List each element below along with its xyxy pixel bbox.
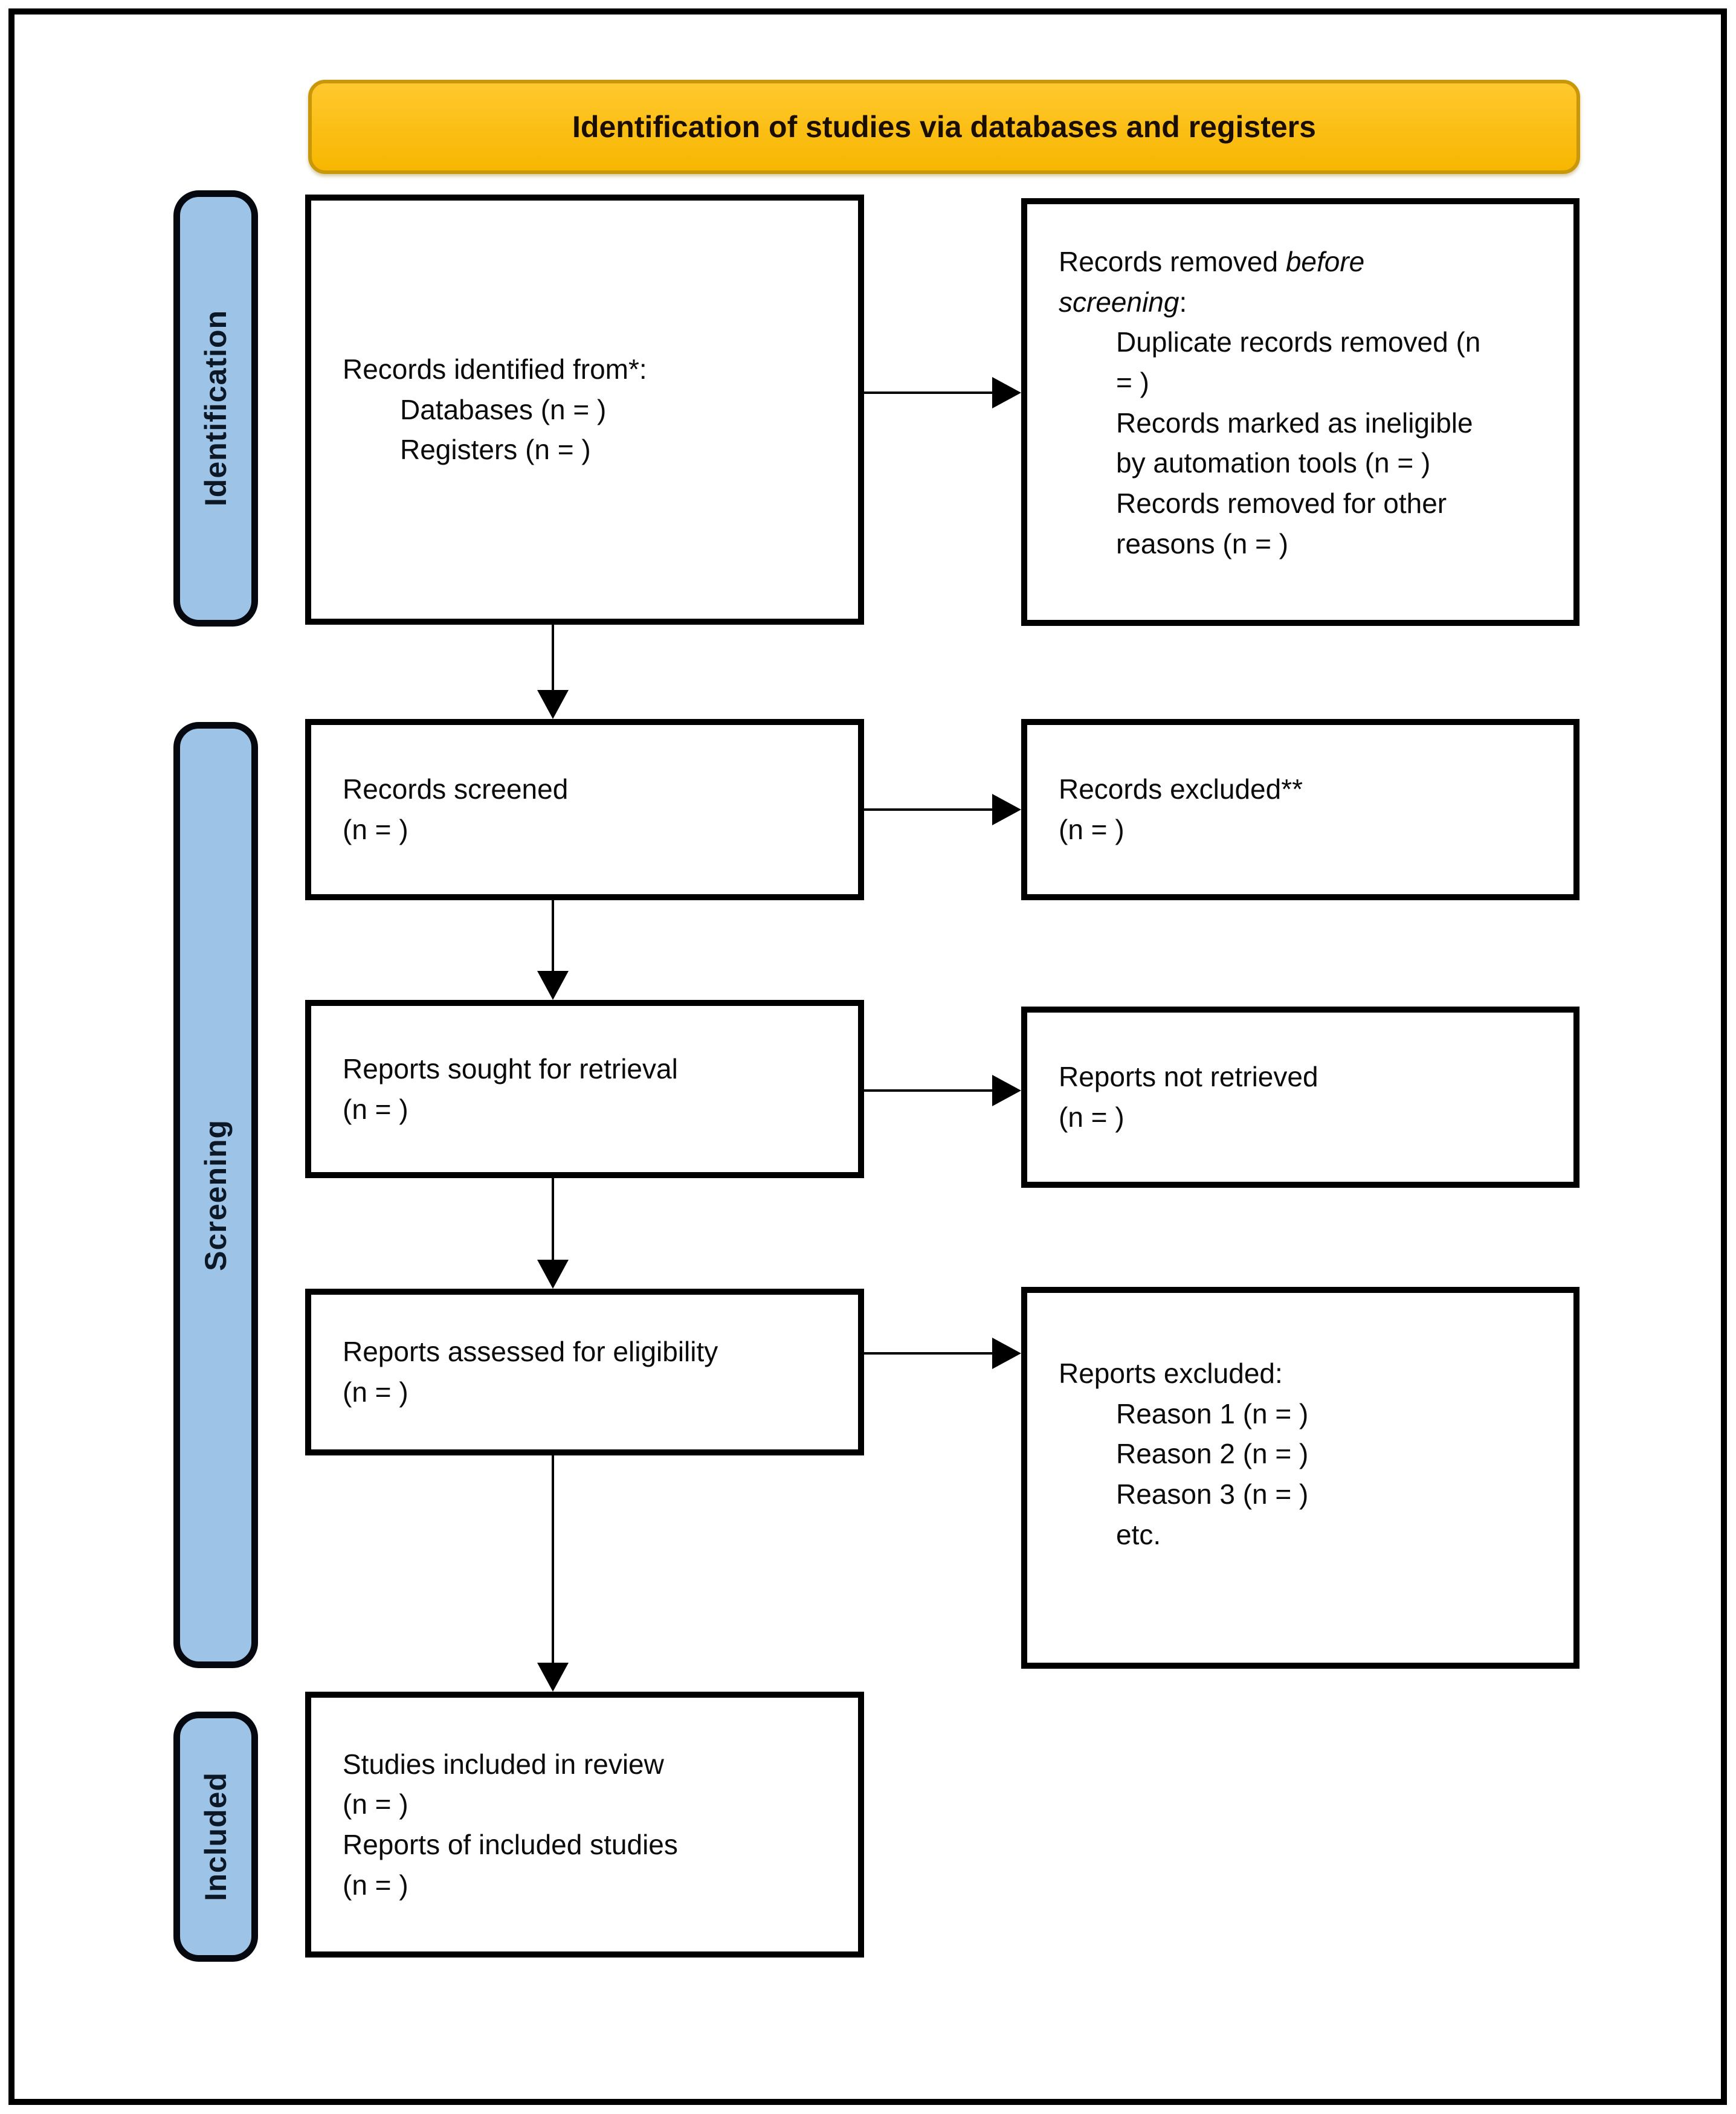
- phase-label-identification: Identification: [173, 190, 258, 627]
- box-line: (n = ): [343, 1869, 408, 1901]
- box-line-plain: Records removed: [1059, 246, 1286, 277]
- box-line: Records removed before: [1059, 242, 1555, 282]
- arrow-right-identified-to-removed: [864, 377, 1021, 408]
- phase-label-screening: Screening: [173, 722, 258, 1668]
- arrow-down-screened-to-sought: [537, 900, 569, 1000]
- arrow-down-sought-to-assessed: [537, 1178, 569, 1289]
- phase-label-included: Included: [173, 1712, 258, 1962]
- list-item: Records removed for other reasons (n = ): [1116, 488, 1447, 559]
- box-line: Records screened: [343, 773, 569, 805]
- arrow-down-identified-to-screened: [537, 625, 569, 719]
- list-item: Reason 2 (n = ): [1116, 1438, 1309, 1470]
- list-item: Reason 1 (n = ): [1116, 1397, 1309, 1429]
- box-reports-not-retrieved: Reports not retrieved (n = ): [1021, 1007, 1580, 1188]
- arrow-head-icon: [537, 971, 569, 1000]
- arrow-head-icon: [537, 1260, 569, 1289]
- box-line: Reports assessed for eligibility: [343, 1336, 718, 1368]
- arrow-head-icon: [537, 1663, 569, 1692]
- arrow-shaft: [864, 808, 996, 811]
- arrow-shaft: [552, 900, 554, 975]
- box-line: Reports sought for retrieval: [343, 1052, 678, 1084]
- box-line: Studies included in review: [343, 1748, 664, 1780]
- arrow-head-icon: [537, 690, 569, 719]
- phase-label-text: Screening: [199, 1119, 233, 1271]
- box-reports-assessed: Reports assessed for eligibility (n = ): [305, 1289, 864, 1455]
- arrow-shaft: [864, 1352, 996, 1355]
- arrow-head-icon: [992, 1075, 1021, 1106]
- arrow-shaft: [864, 392, 996, 394]
- box-reports-excluded: Reports excluded: Reason 1 (n = ) Reason…: [1021, 1287, 1580, 1669]
- arrow-shaft: [552, 1178, 554, 1263]
- list-item: Registers (n = ): [400, 434, 591, 466]
- box-line: (n = ): [343, 814, 408, 845]
- arrow-right-sought-to-notretrieved: [864, 1075, 1021, 1106]
- box-studies-included: Studies included in review (n = ) Report…: [305, 1692, 864, 1958]
- box-line: Records identified from*:: [343, 353, 647, 385]
- box-line-italic: before: [1285, 246, 1365, 277]
- banner-title: Identification of studies via databases …: [572, 110, 1316, 144]
- box-line: Reports not retrieved: [1059, 1061, 1318, 1093]
- arrow-right-assessed-to-reportsexcluded: [864, 1338, 1021, 1369]
- box-records-identified: Records identified from*: Databases (n =…: [305, 195, 864, 625]
- box-line: Records excluded**: [1059, 773, 1303, 805]
- box-line-plain: :: [1179, 286, 1187, 318]
- list-item: Databases (n = ): [400, 393, 607, 425]
- arrow-down-assessed-to-included: [537, 1455, 569, 1692]
- box-records-excluded: Records excluded** (n = ): [1021, 719, 1580, 900]
- title-banner: Identification of studies via databases …: [308, 80, 1580, 174]
- list-item: Records marked as ineligible by automati…: [1116, 407, 1473, 479]
- arrow-shaft: [552, 625, 554, 694]
- box-line: (n = ): [343, 1376, 408, 1408]
- box-line: Reports excluded:: [1059, 1358, 1283, 1389]
- box-line: (n = ): [1059, 1101, 1125, 1133]
- list-item: Reason 3 (n = ): [1116, 1478, 1309, 1510]
- list-item: Duplicate records removed (n = ): [1116, 326, 1481, 399]
- box-line: screening:: [1059, 282, 1555, 323]
- arrow-head-icon: [992, 377, 1021, 408]
- arrow-shaft: [552, 1455, 554, 1666]
- arrow-head-icon: [992, 1338, 1021, 1369]
- box-line: Reports of included studies: [343, 1829, 678, 1860]
- phase-label-text: Identification: [199, 310, 233, 507]
- diagram-frame: [8, 8, 1727, 2105]
- box-line-italic: screening: [1059, 286, 1179, 318]
- box-records-removed-before-screening: Records removed before screening: Duplic…: [1021, 198, 1580, 626]
- arrow-head-icon: [992, 794, 1021, 825]
- box-line: (n = ): [343, 1788, 408, 1820]
- box-records-screened: Records screened (n = ): [305, 719, 864, 900]
- box-line: (n = ): [343, 1093, 408, 1125]
- box-line: (n = ): [1059, 814, 1125, 845]
- arrow-right-screened-to-excluded: [864, 794, 1021, 825]
- box-reports-sought: Reports sought for retrieval (n = ): [305, 1000, 864, 1178]
- list-item: etc.: [1116, 1518, 1161, 1550]
- phase-label-text: Included: [199, 1772, 233, 1901]
- arrow-shaft: [864, 1089, 996, 1092]
